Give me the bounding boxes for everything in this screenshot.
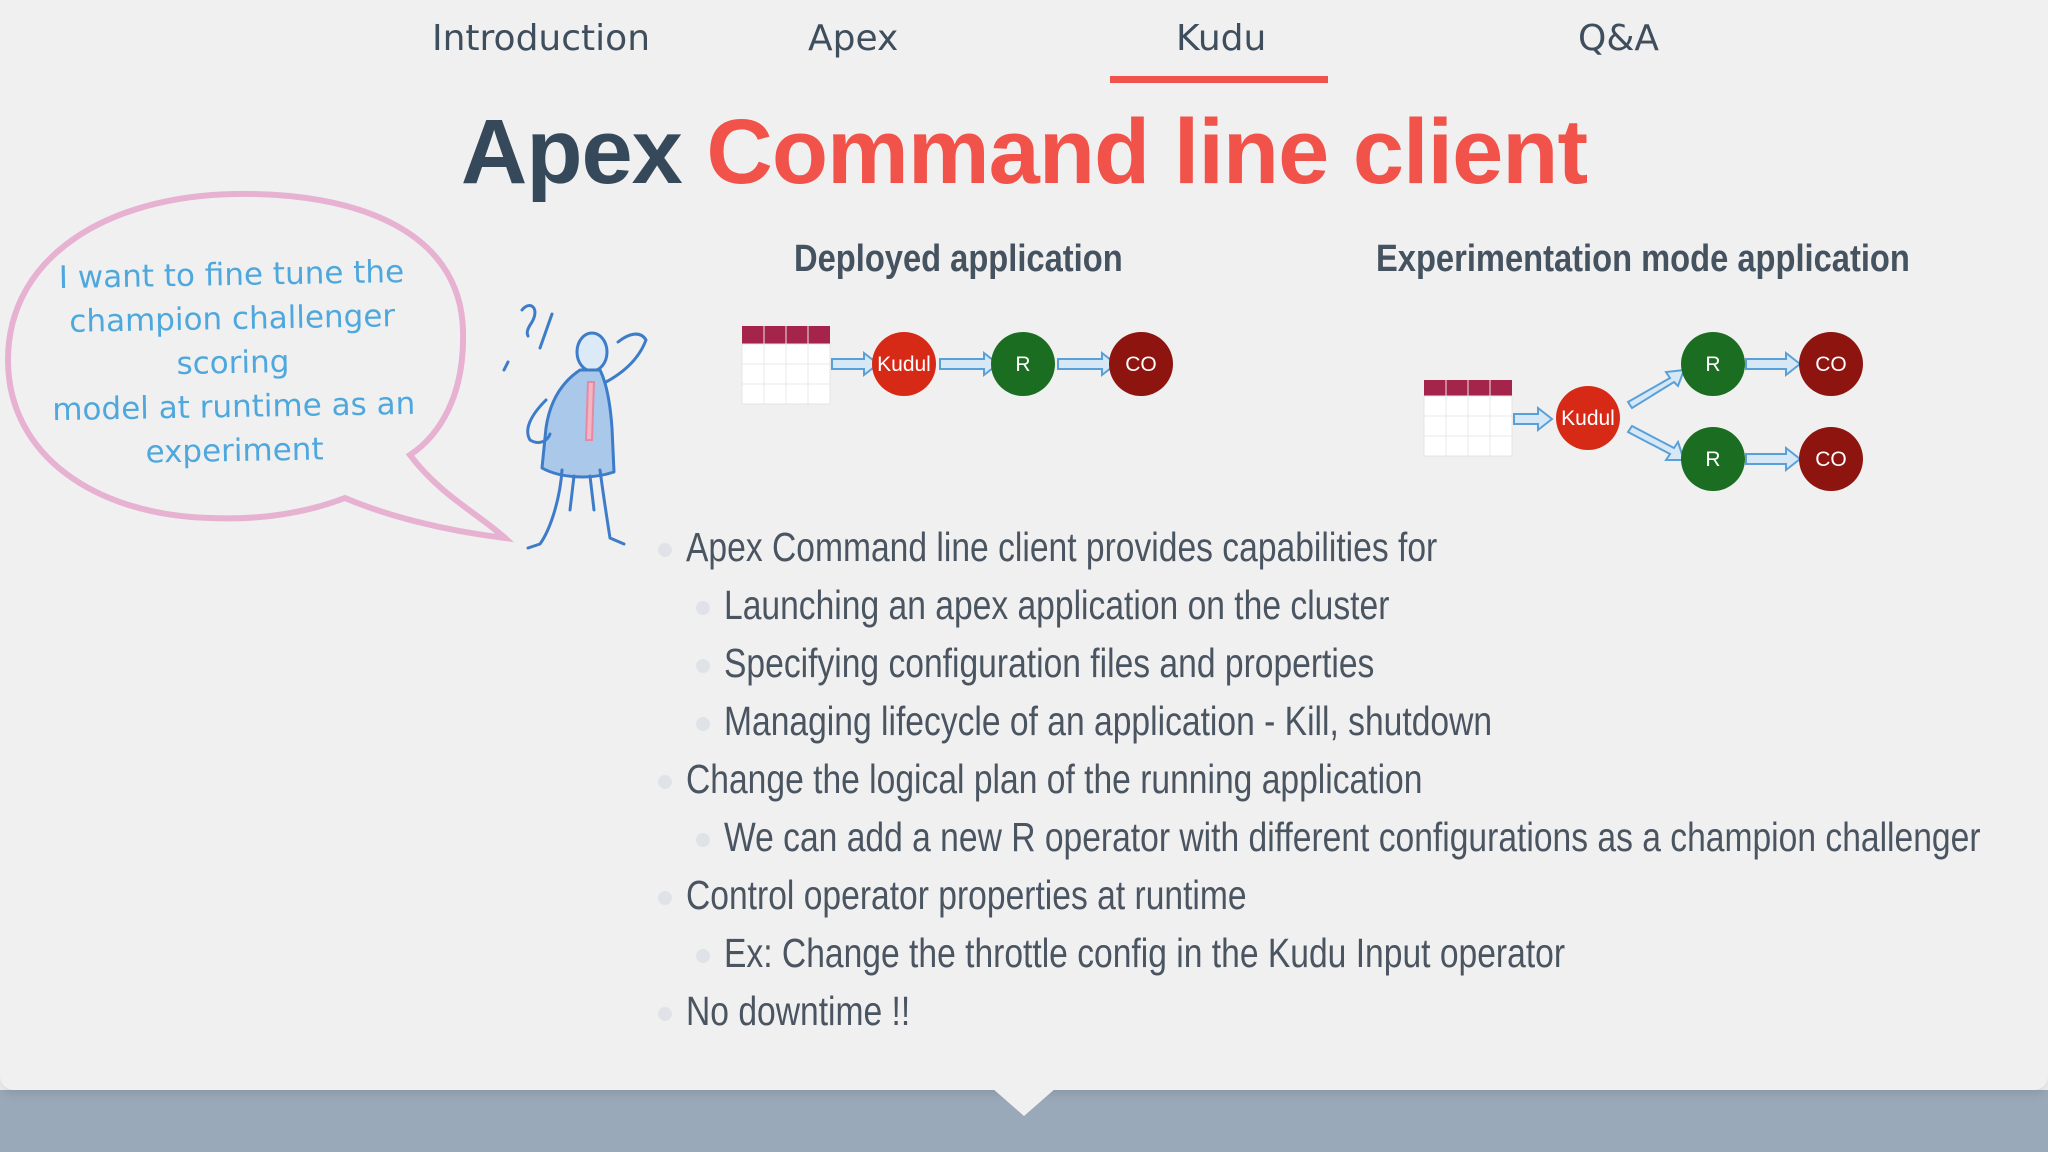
nav-item-kudu[interactable]: Kudu bbox=[1176, 18, 1267, 59]
bullet-item: Apex Command line client provides capabi… bbox=[686, 524, 1438, 570]
flow-arrows bbox=[1513, 350, 1802, 473]
flow-arrows bbox=[831, 350, 1118, 378]
bullet-subitem: Managing lifecycle of an application - K… bbox=[724, 698, 1493, 744]
bullet-dot bbox=[696, 717, 710, 731]
bullet-item: Control operator properties at runtime bbox=[686, 872, 1247, 918]
bullet-subitem: We can add a new R operator with differe… bbox=[724, 814, 1981, 860]
bottom-band bbox=[0, 1090, 2048, 1152]
title-part-apex: Apex bbox=[460, 101, 683, 203]
kudu-node-label: Kudul bbox=[1561, 407, 1615, 430]
speech-line: model at runtime as an bbox=[51, 385, 416, 429]
speech-line: champion challenger scoring bbox=[69, 298, 396, 382]
bullet-dot bbox=[696, 833, 710, 847]
nav-item-qa[interactable]: Q&A bbox=[1578, 18, 1660, 59]
kudu-node-label: Kudul bbox=[877, 353, 931, 376]
co-operator-node bbox=[1109, 332, 1173, 396]
table-icon bbox=[1423, 380, 1513, 457]
r-node-label: R bbox=[1705, 353, 1720, 376]
bullet-subitem: Specifying configuration files and prope… bbox=[724, 640, 1375, 686]
r-node-label: R bbox=[1015, 353, 1030, 376]
bullet-subitem: Ex: Change the throttle config in the Ku… bbox=[724, 930, 1566, 976]
nav-item-introduction[interactable]: Introduction bbox=[432, 18, 651, 59]
r-operator-node bbox=[991, 332, 1055, 396]
r-node-label: R bbox=[1705, 448, 1720, 471]
title-part-command-line-client: Command line client bbox=[706, 101, 1588, 203]
bullet-subitem: Launching an apex application on the clu… bbox=[724, 582, 1390, 628]
bullet-item: Change the logical plan of the running a… bbox=[686, 756, 1423, 802]
bullet-dot bbox=[696, 949, 710, 963]
speech-line: experiment bbox=[145, 431, 324, 471]
bullet-dot bbox=[696, 601, 710, 615]
experimentation-application-diagram: Kudul R CO R CO bbox=[1423, 332, 1863, 491]
bullet-dot bbox=[658, 543, 672, 557]
thinking-person-illustration bbox=[502, 304, 648, 550]
r-operator-node bbox=[1681, 427, 1745, 491]
bullet-dot bbox=[658, 891, 672, 905]
bullet-item: No downtime !! bbox=[686, 988, 911, 1034]
bullet-dot bbox=[658, 775, 672, 789]
deployed-application-diagram: Kudul R CO bbox=[741, 326, 1173, 405]
nav-item-apex[interactable]: Apex bbox=[808, 18, 899, 59]
slide-title: Apex Command line client bbox=[0, 100, 2048, 205]
kudu-operator-node bbox=[872, 332, 936, 396]
speech-line: I want to fine tune the bbox=[58, 254, 405, 297]
co-operator-node bbox=[1799, 427, 1863, 491]
bullet-dot bbox=[658, 1007, 672, 1021]
co-operator-node bbox=[1799, 332, 1863, 396]
kudu-operator-node bbox=[1556, 386, 1620, 450]
speech-bubble bbox=[4, 190, 514, 543]
co-node-label: CO bbox=[1815, 353, 1847, 376]
speech-bubble-outline bbox=[4, 190, 514, 543]
deployed-application-heading: Deployed application bbox=[794, 238, 1123, 280]
table-icon bbox=[741, 326, 831, 405]
co-node-label: CO bbox=[1815, 448, 1847, 471]
slide-canvas: Introduction Apex Kudu Q&A Apex Command … bbox=[0, 18, 2048, 1034]
co-node-label: CO bbox=[1125, 353, 1157, 376]
r-operator-node bbox=[1681, 332, 1745, 396]
experimentation-application-heading: Experimentation mode application bbox=[1376, 238, 1910, 280]
bullet-dot bbox=[696, 659, 710, 673]
active-tab-indicator bbox=[1110, 76, 1328, 83]
speech-bubble-text: I want to fine tune the champion challen… bbox=[16, 249, 450, 476]
